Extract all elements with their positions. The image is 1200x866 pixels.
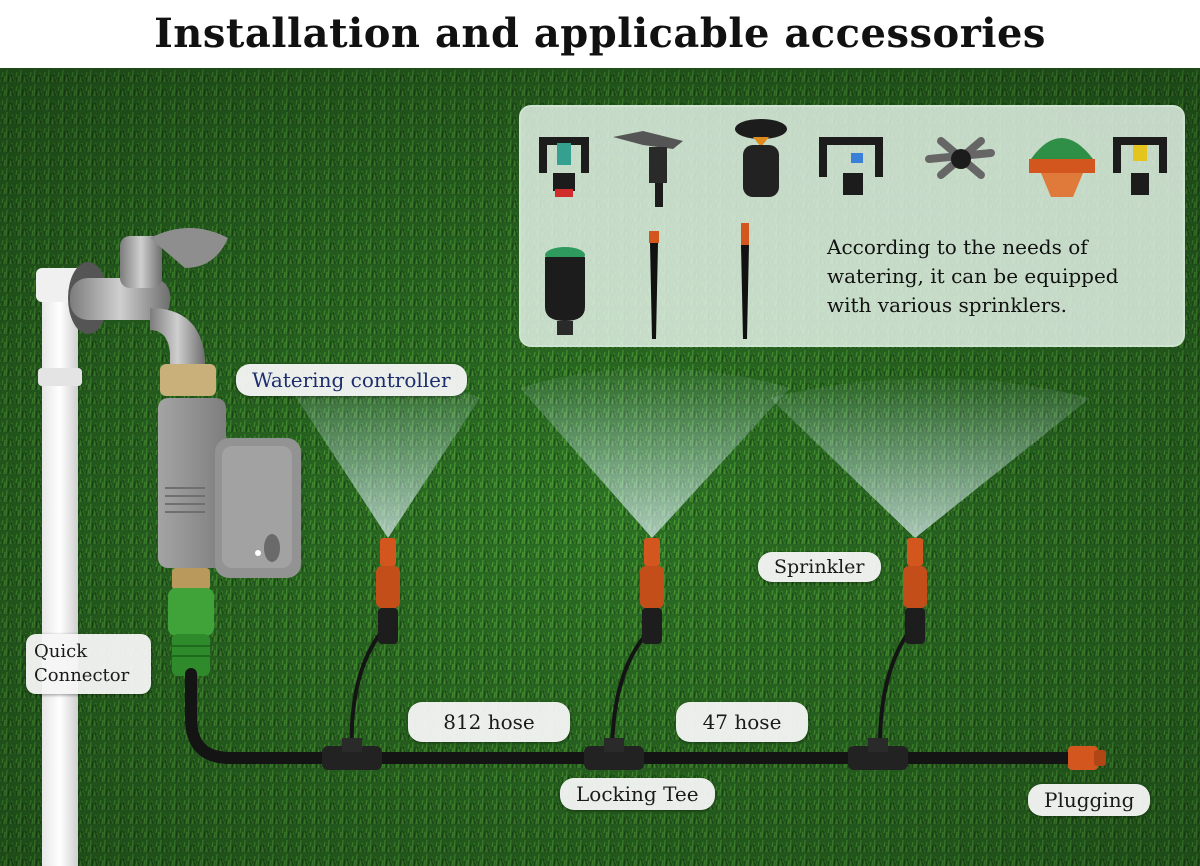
accessories-note-line3: with various sprinklers. (827, 293, 1067, 317)
locking-tee-2 (584, 738, 644, 770)
pop-up-sprinkler-icon (545, 247, 585, 335)
accessories-panel: According to the needs of watering, it c… (519, 105, 1185, 347)
stake-sprayer-icon (741, 223, 749, 339)
main-hose (185, 668, 1096, 764)
micro-sprinkler-icon (819, 137, 883, 195)
accessory-icons (539, 119, 1167, 339)
sprinkler-1 (290, 375, 480, 644)
locking-tee-1 (322, 738, 382, 770)
impact-sprinkler-icon (613, 131, 683, 207)
quick-connector (168, 568, 214, 676)
hose-812-label: 812 hose (408, 702, 570, 742)
accessories-note-line2: watering, it can be equipped (827, 264, 1119, 288)
watering-controller-label: Watering controller (236, 364, 467, 396)
sprinkler-3 (770, 378, 1090, 644)
faucet (68, 228, 228, 396)
locking-tee-3 (848, 738, 908, 770)
accessories-note: According to the needs of watering, it c… (827, 233, 1167, 320)
yellow-micro-sprinkler-icon (1113, 137, 1167, 195)
rotary-sprinkler-icon (539, 137, 589, 197)
watering-controller (158, 398, 301, 578)
end-plug (1068, 746, 1106, 770)
plugging-label: Plugging (1028, 784, 1151, 816)
locking-tee-label: Locking Tee (560, 778, 715, 810)
stake-dripper-icon (649, 231, 659, 339)
sprinkler-2 (520, 368, 790, 644)
gear-drive-sprinkler-icon (735, 119, 787, 197)
quick-connector-label: Quick Connector (26, 634, 152, 694)
water-pipe (36, 268, 84, 866)
installation-scene: According to the needs of watering, it c… (0, 68, 1200, 866)
quick-connector-label-line2: Connector (34, 665, 130, 686)
accessories-note-line1: According to the needs of (827, 235, 1088, 259)
cross-mister-icon (925, 137, 995, 179)
page-title: Installation and applicable accessories (154, 9, 1046, 57)
sprinkler-label: Sprinkler (758, 552, 881, 582)
quick-connector-label-line1: Quick (34, 641, 88, 662)
spray-nozzle-icon (1029, 138, 1095, 197)
hose-47-label: 47 hose (676, 702, 808, 742)
